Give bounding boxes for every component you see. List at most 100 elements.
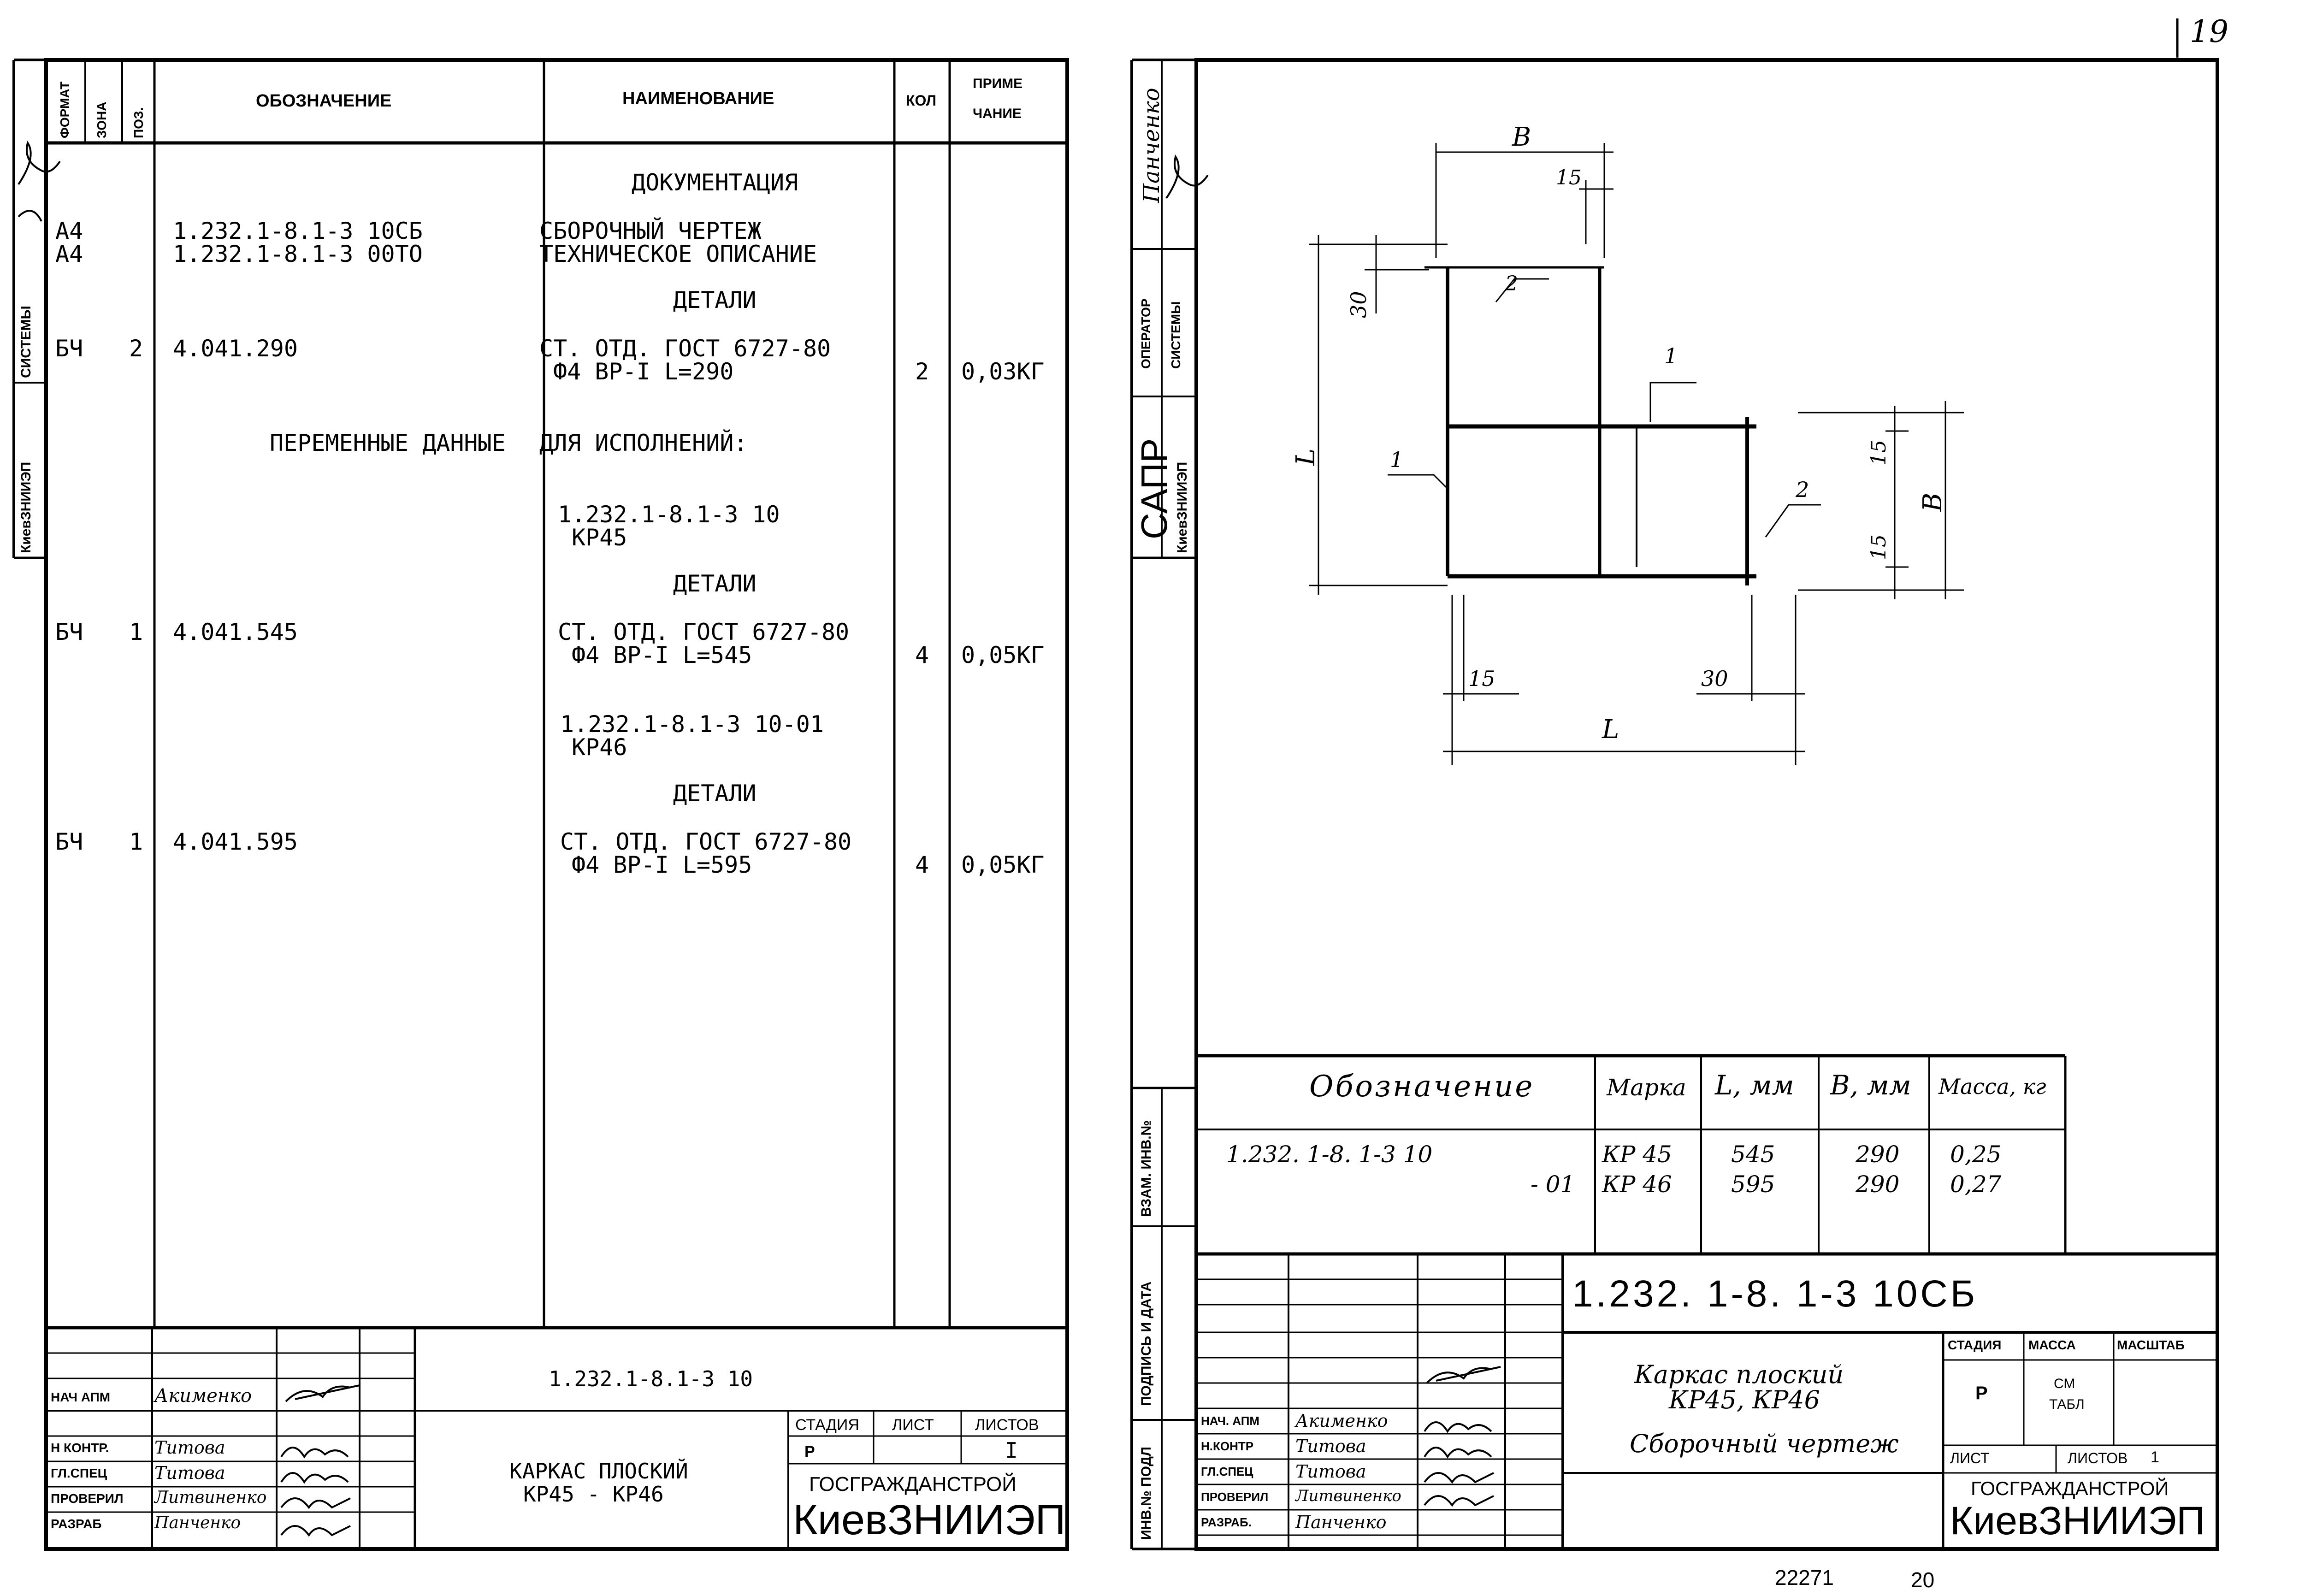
stamp-role: ПРОВЕРИЛ [51,1491,124,1506]
footer-number-2: 20 [1911,1568,1935,1592]
row-qty: 4 [915,642,929,668]
stamp-stage: Р [1975,1383,1988,1403]
table-b: 290 [1856,1141,1900,1168]
side-label-person: Панченко [1139,88,1164,203]
side-label-org: КиевЗНИИЭП [1175,461,1190,553]
stamp-mass-1: СМ [2054,1376,2075,1391]
stamp-sheets-label: ЛИСТОВ [2068,1450,2128,1466]
row-name: СБОРОЧНЫЙ ЧЕРТЕЖ [539,218,762,244]
table-designation: 1.232. 1-8. 1-3 10 [1226,1141,1433,1168]
stamp-person: Панченко [154,1513,241,1532]
position-1-right: 1 [1664,343,1678,368]
stamp-title-2: КР45 - КР46 [523,1482,664,1507]
assembly-drawing [1309,143,1964,765]
side-label-inv-orig: ИНВ.№ ПОДЛ [1139,1447,1154,1540]
stamp-mass-label: МАССА [2028,1338,2076,1352]
section-details: ДЕТАЛИ [673,287,757,313]
row-name-2: Ф4 ВР-I L=290 [553,358,734,385]
row-note: 0,05КГ [961,851,1045,878]
stamp-sheet-label: ЛИСТ [892,1416,934,1434]
position-1-left: 1 [1390,447,1404,472]
row-note: 0,05КГ [961,642,1045,668]
stamp-mass-2: ТАБЛ [2049,1397,2085,1412]
stamp-sheet-label: ЛИСТ [1950,1450,1990,1466]
table-header-mark: Марка [1607,1074,1686,1101]
stamp-role: ПРОВЕРИЛ [1201,1490,1269,1504]
stamp-title-1: Каркас плоский [1634,1360,1844,1389]
stamp-org-2: КиевЗНИИЭП [1950,1499,2205,1543]
stamp-role: РАЗРАБ [51,1517,102,1531]
header-name: НАИМЕНОВАНИЕ [622,89,774,108]
stamp-role: Н.КОНТР [1201,1439,1254,1453]
stamp-person: Титова [1295,1436,1366,1456]
table-l: 545 [1731,1141,1775,1168]
row-designation: 4.041.595 [173,828,298,855]
dim-15-right-bottom: 15 [1867,534,1891,560]
dim-b-right: В [1918,492,1948,512]
table-mark: КР 45 [1602,1141,1672,1168]
page-number-top: 19 [2190,14,2228,49]
stamp-title-1: КАРКАС ПЛОСКИЙ [509,1459,688,1484]
table-mark: КР 46 [1602,1171,1672,1198]
side-label-inv-replace: ВЗАМ. ИНВ.№ [1139,1120,1154,1217]
side-label-sign-date: ПОДПИСЬ И ДАТА [1139,1281,1154,1406]
dim-15-top: 15 [1556,166,1582,189]
stamp-stage: Р [804,1443,815,1460]
stamp-sheets: 1 [2151,1448,2159,1466]
row-format: БЧ [55,828,83,855]
side-label-sapr: САПР [1134,438,1175,539]
variant-mark: КР46 [572,734,627,761]
dim-15-right-top: 15 [1867,440,1891,466]
footer-number-1: 22271 [1775,1566,1834,1590]
stamp-person: Литвиненко [154,1488,267,1507]
row-name: СТ. ОТД. ГОСТ 6727-80 [539,335,831,362]
position-2-right: 2 [1796,477,1809,502]
variable-data-label: ПЕРЕМЕННЫЕ ДАННЫЕ [270,430,506,456]
table-header-mass: Масса, кг [1939,1074,2046,1099]
row-pos: 1 [129,828,143,855]
section-documentation: ДОКУМЕНТАЦИЯ [632,169,798,196]
stamp-person: Титова [154,1437,225,1458]
stamp-role: НАЧ. АПМ [1201,1414,1260,1428]
header-note-1: ПРИМЕ [973,76,1023,91]
stamp-sheets: I [1005,1438,1018,1463]
stamp-scale-label: МАСШТАБ [2117,1338,2185,1352]
stamp-person: Панченко [1295,1512,1387,1532]
row-format: БЧ [55,335,83,362]
table-header-l: L, мм [1715,1070,1794,1101]
row-qty: 2 [915,358,929,385]
stamp-person: Титова [1295,1461,1366,1482]
stamp-org-1: ГОСГРАЖДАНСТРОЙ [1971,1478,2169,1499]
table-header-b: В, мм [1830,1070,1911,1101]
side-label-operator: ОПЕРАТОР [1139,298,1153,369]
table-mass: 0,27 [1950,1171,2002,1198]
stamp-title-3: Сборочный чертеж [1630,1429,1899,1458]
side-label-system: СИСТЕМЫ [1169,301,1183,369]
stamp-code: 1.232.1-8.1-3 10 [549,1366,753,1391]
row-format: БЧ [55,619,83,645]
dim-l-bottom: L [1602,715,1619,745]
row-name: ТЕХНИЧЕСКОЕ ОПИСАНИЕ [539,241,817,267]
dim-30-bottom: 30 [1701,666,1728,691]
dim-b-top: В [1512,122,1531,152]
dim-l-left: L [1291,448,1321,466]
section-details: ДЕТАЛИ [673,780,757,807]
stamp-stage-label: СТАДИЯ [795,1416,859,1434]
row-name-2: Ф4 ВР-I L=545 [572,642,752,668]
stamp-code: 1.232. 1-8. 1-3 10СБ [1572,1273,1978,1315]
header-qty: КОЛ [906,92,937,109]
row-pos: 1 [129,619,143,645]
stamp-org-1: ГОСГРАЖДАНСТРОЙ [809,1473,1017,1496]
table-l: 595 [1731,1171,1775,1198]
stamp-role: Н КОНТР. [51,1441,109,1455]
dim-15-bottom: 15 [1468,666,1495,691]
row-designation: 4.041.545 [173,619,298,645]
row-name: СТ. ОТД. ГОСТ 6727-80 [558,619,850,645]
stamp-person: Акименко [1295,1411,1388,1431]
variant-code: 1.232.1-8.1-3 10-01 [560,711,824,738]
stamp-org-2: КиевЗНИИЭП [793,1496,1066,1543]
table-designation-suffix: - 01 [1531,1171,1575,1198]
row-pos: 2 [129,335,143,362]
